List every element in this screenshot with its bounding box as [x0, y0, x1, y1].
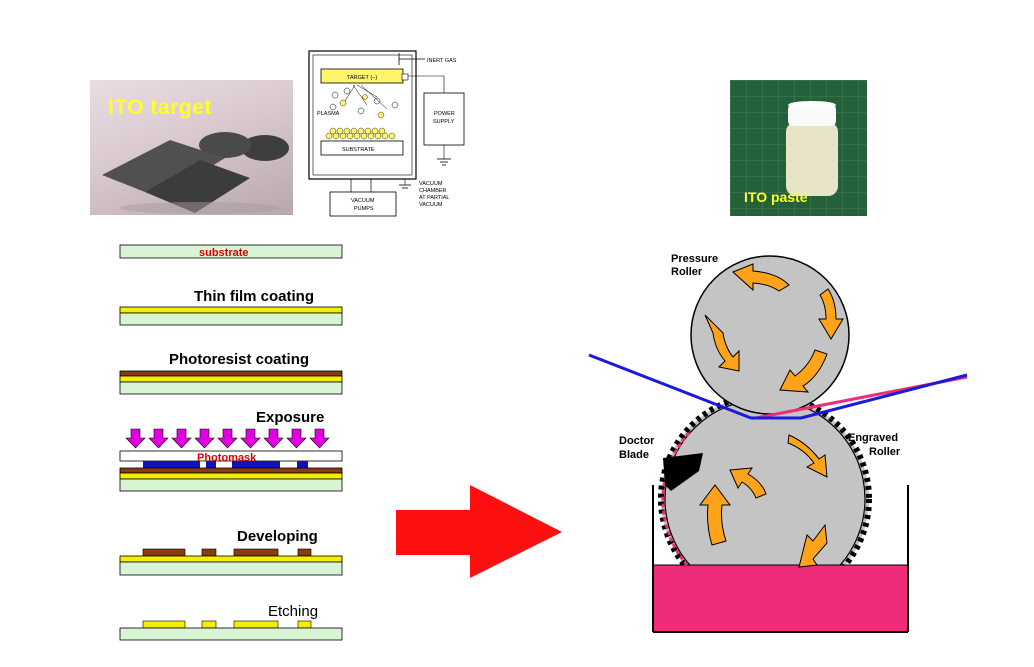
- step-substrate-base: [119, 244, 343, 259]
- sputter-substrate: [320, 140, 404, 156]
- step-developing-label: Developing: [237, 528, 318, 545]
- pressure-roller-label-2: Roller: [671, 266, 703, 278]
- substrate-label: SUBSTRATE: [342, 147, 375, 153]
- ito-target-label: ITO target: [108, 96, 212, 119]
- power-label-1: POWER: [434, 111, 455, 117]
- ito-disc-front: [199, 132, 251, 158]
- process-arrow-icon: [396, 485, 562, 578]
- ito-target-photo: ITO target: [90, 80, 293, 215]
- pressure-roller-label-1: Pressure: [671, 253, 718, 265]
- target-label: TARGET (−): [347, 75, 377, 81]
- engraved-roller-label-2: Roller: [869, 446, 901, 458]
- power-supply: [423, 92, 465, 146]
- step-thin-film-base: [119, 312, 343, 326]
- pressure-roller-arrows: [704, 263, 844, 393]
- photomask: [119, 450, 343, 462]
- engraved-roller-label-1: Engraved: [848, 432, 898, 444]
- step-developing-base: [119, 561, 343, 576]
- doctor-blade-label-2: Blade: [619, 449, 649, 461]
- ito-paste-drawing: [730, 80, 867, 216]
- chamber-label-2: CHAMBER: [419, 188, 447, 194]
- sputtering-diagram: INERT GAS TARGET (−) PLASMA SUBSTRATE PO…: [308, 50, 465, 217]
- doctor-blade: [663, 453, 703, 491]
- ito-paste-label: ITO paste: [744, 189, 808, 205]
- photomask-pattern: [143, 461, 308, 468]
- step-exposure-base: [119, 478, 343, 492]
- etched-pattern: [142, 620, 312, 629]
- chamber-label-4: VACUUM: [419, 202, 443, 208]
- step-exposure-label: Exposure: [256, 409, 324, 426]
- step-etching-base: [119, 627, 343, 641]
- doctor-blade-label-1: Doctor: [619, 435, 655, 447]
- ito-plate-small: [145, 160, 250, 213]
- ink-bath: [654, 565, 907, 631]
- ito-plate-large: [102, 140, 225, 198]
- developed-resist: [142, 548, 312, 557]
- pumps-label-1: VACUUM: [351, 198, 375, 204]
- deposited-particles: [325, 127, 396, 140]
- ito-target-drawing: [102, 132, 289, 214]
- step-photoresist-label: Photoresist coating: [169, 351, 309, 368]
- ito-paste-photo: ITO paste: [730, 80, 867, 216]
- paste-jar: [786, 122, 838, 196]
- chamber-label-3: AT PARTIAL: [419, 195, 449, 201]
- step-thin-film-label: Thin film coating: [194, 288, 314, 305]
- step-substrate-label: substrate: [199, 247, 249, 259]
- chamber-label-1: VACUUM: [419, 181, 443, 187]
- substrate-web: [588, 353, 968, 420]
- gravure-printing-diagram: Pressure Roller Doctor Blade Engraved Ro…: [588, 253, 968, 633]
- power-label-2: SUPPLY: [433, 119, 455, 125]
- inert-gas-label: INERT GAS: [427, 58, 457, 64]
- photolithography-steps: substrate Thin film coating Photoresist …: [119, 244, 343, 641]
- step-etching-label: Etching: [268, 603, 318, 620]
- paste-jar-lid: [788, 104, 836, 126]
- ito-disc-back: [241, 135, 289, 161]
- exposure-arrows: [125, 428, 330, 449]
- vacuum-pumps: [329, 191, 397, 217]
- pumps-label-2: PUMPS: [354, 206, 374, 212]
- plasma-ions: [329, 87, 399, 115]
- plasma-label: PLASMA: [317, 111, 340, 117]
- engraved-roller-arrows: [699, 434, 828, 568]
- step-photoresist-base: [119, 381, 343, 395]
